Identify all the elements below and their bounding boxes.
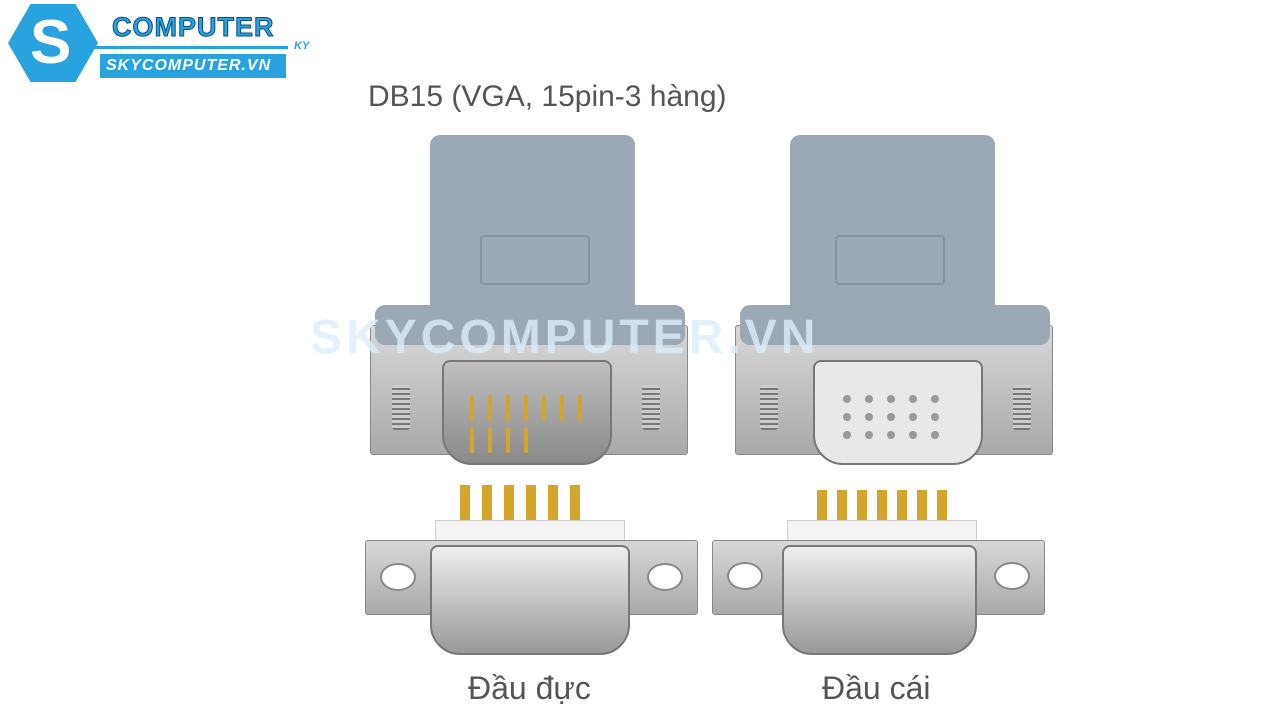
- watermark: SKYCOMPUTER.VN: [310, 311, 820, 364]
- logo-suffix: KY: [294, 40, 310, 52]
- mounting-hole: [994, 562, 1030, 590]
- gold-pins: [470, 395, 585, 453]
- male-connector-bare: [365, 485, 700, 660]
- shell: [782, 545, 977, 655]
- logo-url: SKYCOMPUTER.VN: [106, 57, 272, 74]
- female-shell: [813, 360, 983, 465]
- hood-flange: [375, 305, 685, 345]
- logo-name: COMPUTER: [112, 12, 275, 43]
- pin-holes: [843, 395, 958, 439]
- mounting-hole: [727, 562, 763, 590]
- product-title: DB15 (VGA, 15pin-3 hàng): [368, 80, 727, 113]
- logo: S COMPUTER KY SKYCOMPUTER.VN: [8, 4, 310, 84]
- male-label: Đầu đực: [468, 670, 591, 706]
- screw-icon: [760, 385, 778, 430]
- hood-flange: [740, 305, 1050, 345]
- screw-icon: [642, 385, 660, 430]
- shell: [430, 545, 630, 655]
- hood-recess: [835, 235, 945, 285]
- screw-icon: [1013, 385, 1031, 430]
- mounting-hole: [380, 563, 416, 591]
- female-connector-with-hood: [735, 135, 1055, 465]
- female-label: Đầu cái: [822, 670, 931, 706]
- hood: [790, 135, 995, 325]
- screw-icon: [392, 385, 410, 430]
- logo-hexagon: [8, 4, 98, 82]
- mounting-hole: [647, 563, 683, 591]
- logo-url-bar: [100, 54, 286, 78]
- male-connector-with-hood: [370, 135, 690, 465]
- logo-divider: [88, 46, 288, 49]
- hood-recess: [480, 235, 590, 285]
- logo-mark: S: [30, 8, 72, 77]
- female-connector-bare: [712, 490, 1047, 660]
- hood: [430, 135, 635, 325]
